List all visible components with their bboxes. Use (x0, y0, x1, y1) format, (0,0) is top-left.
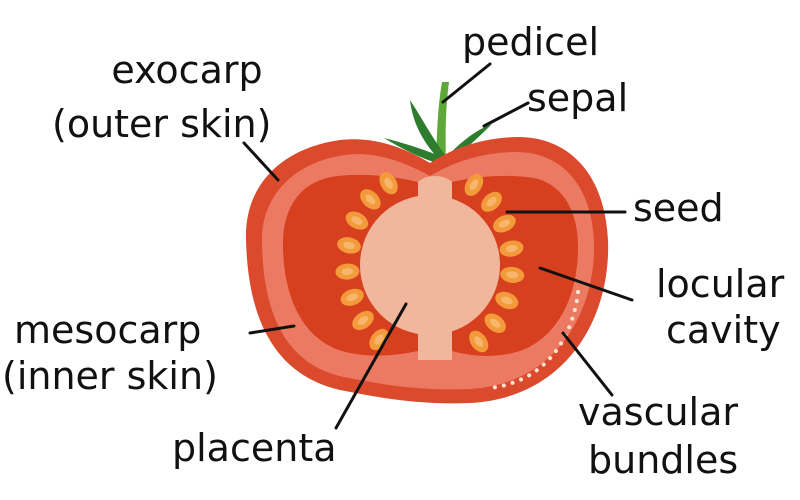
seed-highlight (506, 271, 519, 279)
placenta-leader (334, 302, 408, 430)
cavity-label: cavity (666, 308, 781, 352)
mesocarp-leader (248, 324, 296, 335)
vascular-label: vascular (578, 390, 739, 434)
sepal-leader (482, 101, 530, 128)
vascular-bundles-dots (484, 290, 580, 390)
seed-highlight (351, 216, 363, 225)
seed-highlight (486, 197, 497, 207)
seed-highlight (498, 219, 511, 228)
seed-highlight (374, 334, 384, 345)
exocarp-leader (242, 141, 280, 182)
seed-highlight (469, 179, 479, 191)
seed-highlight (365, 194, 376, 205)
seed-group (335, 172, 525, 353)
leader-lines (242, 62, 634, 430)
seed-highlight (346, 293, 358, 302)
placenta-label: placenta (172, 426, 337, 470)
seed-label: seed (633, 186, 724, 230)
exocarp-label: exocarp (111, 48, 263, 92)
mesocarp-label: mesocarp (14, 308, 202, 352)
mesocarp-note: (inner skin) (2, 354, 218, 398)
seed-highlight (490, 318, 501, 328)
pedicel-label: pedicel (462, 20, 600, 64)
seed-highlight (341, 268, 354, 276)
pedicel-leader (441, 62, 492, 104)
seed-highlight (384, 177, 393, 189)
locular-label: locular (656, 262, 785, 306)
exocarp-note: (outer skin) (52, 102, 272, 146)
seed-highlight (501, 296, 513, 305)
vascular-leader (561, 331, 614, 397)
sepal-label: sepal (527, 76, 629, 120)
seed-highlight (474, 336, 484, 347)
placenta-tissue (360, 176, 500, 360)
seed-highlight (357, 315, 369, 326)
locular-leader (538, 266, 634, 302)
bundles-label: bundles (588, 438, 739, 482)
seed-highlight (505, 244, 518, 253)
seed-highlight (343, 241, 355, 250)
